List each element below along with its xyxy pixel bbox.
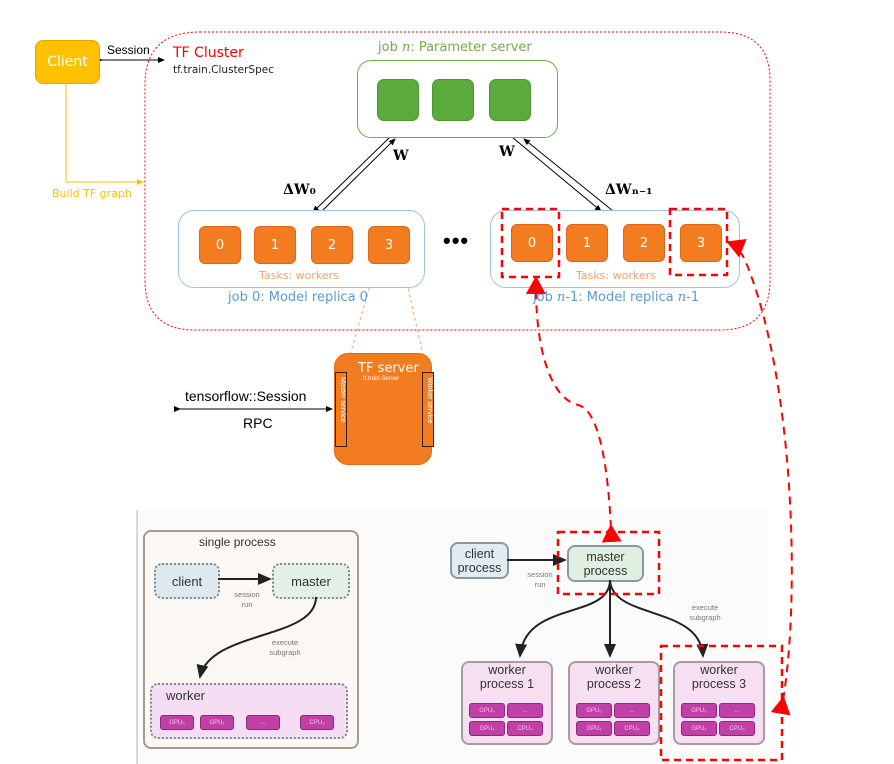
link-task0-master — [525, 276, 622, 543]
highlight-master-process — [556, 530, 661, 596]
jobn-task: 1 — [566, 224, 608, 262]
device-chip: CPU₀ — [614, 721, 650, 736]
dist-client-label: client — [464, 546, 495, 561]
dist-session-run: session run — [527, 570, 553, 589]
worker-process-title: worker — [488, 663, 526, 677]
link-task3-worker3 — [726, 238, 793, 716]
sp-worker: worker GPU₀ GPU₁ ... CPU₀ — [150, 683, 348, 739]
w-label-left: W — [393, 148, 409, 164]
worker-process: worker process 2 GPU₀ ... GPU₁ CPU₀ — [568, 661, 660, 745]
single-process-title: single process — [199, 535, 276, 549]
sp-client: client — [154, 563, 220, 599]
jobn-task: 0 — [511, 224, 553, 262]
dw-arrow-left — [321, 138, 396, 212]
device-chip: GPU₀ — [681, 703, 717, 718]
sp-master-label: master — [291, 573, 331, 589]
w-arrow-left — [312, 136, 391, 213]
client-label: Client — [47, 54, 88, 70]
worker-process: worker process 1 GPU₀ ... GPU₁ CPU₀ — [461, 661, 553, 745]
device-chip: GPU₁ — [576, 721, 612, 736]
device-chip: ... — [614, 703, 650, 718]
worker-process-title: worker — [595, 663, 633, 677]
sp-master: master — [272, 563, 350, 599]
worker-process-title: process 1 — [479, 677, 535, 691]
ps-task — [432, 79, 474, 121]
device-chip: CPU₀ — [300, 715, 334, 730]
job0-tasks-label: Tasks: workers — [259, 269, 339, 282]
w-arrow-right — [511, 136, 602, 212]
highlight-task3 — [668, 207, 729, 277]
device-chip: GPU₀ — [160, 715, 194, 730]
job0-label: job 0: Model replica 0 — [228, 290, 368, 305]
dist-master-label: process — [583, 563, 628, 578]
dist-client-label: process — [457, 560, 502, 575]
jobn-task: 3 — [680, 224, 722, 262]
worker-process-title: process 2 — [586, 677, 642, 691]
device-chip: ... — [507, 703, 543, 718]
sp-client-label: client — [171, 573, 203, 589]
build-graph-label: Build TF graph — [52, 187, 132, 200]
ps-task — [489, 79, 531, 121]
dist-execute-arrow — [609, 579, 709, 658]
param-server-title: job n: Parameter server — [378, 40, 532, 55]
device-chip: CPU₀ — [507, 721, 543, 736]
dist-master-label: master — [586, 549, 625, 564]
client-box: Client — [35, 40, 100, 84]
job0-task: 3 — [368, 226, 410, 264]
ellipsis: ••• — [443, 228, 470, 253]
dw-label-left: ΔW₀ — [283, 182, 316, 198]
device-chip: ... — [246, 715, 280, 730]
job0-task: 2 — [311, 226, 353, 264]
device-chip: GPU₁ — [681, 721, 717, 736]
cluster-title: TF Cluster — [173, 45, 244, 61]
tf-server-subtitle: tf.train.Server — [363, 376, 400, 382]
task-to-server-line — [349, 264, 377, 356]
device-chip: CPU₀ — [719, 721, 755, 736]
master-service: Master service — [335, 372, 347, 447]
dist-execute-arrow — [515, 579, 611, 658]
sp-session-run: session run — [234, 590, 260, 609]
dw-arrow-right — [523, 138, 614, 212]
highlight-task0 — [500, 207, 561, 279]
job0-task: 1 — [254, 226, 296, 264]
worker-service: Worker service — [422, 372, 434, 447]
job0-task: 0 — [199, 226, 241, 264]
device-chip: GPU₁ — [200, 715, 234, 730]
rpc-label: RPC — [243, 415, 273, 431]
dist-execute-subgraph: execute subgraph — [689, 603, 721, 622]
highlight-worker-process-3 — [659, 644, 784, 762]
sp-execute-subgraph: execute subgraph — [269, 638, 301, 657]
tf-server-box — [334, 353, 432, 465]
rpc-session-label: tensorflow::Session — [185, 388, 307, 404]
dw-label-right: ΔWₙ₋₁ — [605, 182, 653, 198]
cluster-spec: tf.train.ClusterSpec — [173, 64, 274, 76]
cluster-border — [144, 31, 771, 331]
w-label-right: W — [499, 144, 515, 160]
device-chip: GPU₁ — [469, 721, 505, 736]
sp-execute-arrow — [196, 596, 317, 679]
device-chip: GPU₀ — [576, 703, 612, 718]
ps-task — [377, 79, 419, 121]
build-graph-line — [65, 82, 144, 185]
jobn-task: 2 — [623, 224, 665, 262]
param-server-box — [357, 60, 558, 138]
tf-server-title: TF server — [358, 361, 419, 376]
sp-worker-label: worker — [166, 688, 206, 703]
session-label: Session — [107, 43, 150, 57]
device-chip: GPU₀ — [469, 703, 505, 718]
